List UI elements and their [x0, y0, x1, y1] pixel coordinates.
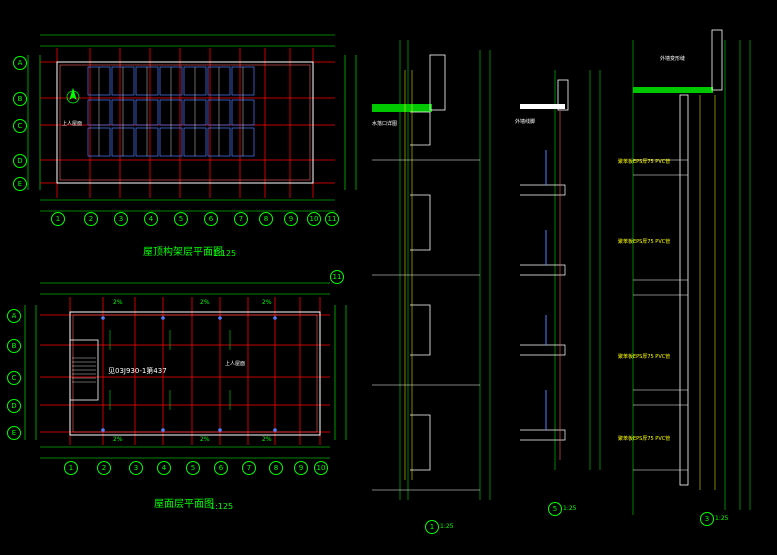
slope-label: 2%	[262, 436, 272, 443]
upper-col-tag: 9	[284, 212, 298, 226]
lower-col-tag: 3	[129, 461, 143, 475]
upper-col-tag: 4	[144, 212, 158, 226]
section-5-scale: 1:25	[563, 505, 577, 512]
lower-plan-title: 屋面层平面图	[154, 499, 214, 510]
slope-label: 2%	[200, 436, 210, 443]
upper-row-tag: D	[13, 154, 27, 168]
upper-col-tag: 3	[114, 212, 128, 226]
section-5-note: 外墙线脚	[515, 119, 536, 125]
section-5	[520, 70, 601, 470]
section-3-tag: 3	[700, 512, 714, 526]
lower-col-tag: 6	[214, 461, 228, 475]
upper-col-tag: 10	[307, 212, 321, 226]
lower-col-tag: 7	[242, 461, 256, 475]
upper-row-tag: A	[13, 56, 27, 70]
upper-col-tag: 5	[174, 212, 188, 226]
upper-row-tag: C	[13, 119, 27, 133]
lower-col-tag: 8	[269, 461, 283, 475]
upper-col-tag: 8	[259, 212, 273, 226]
upper-plan	[27, 34, 357, 212]
upper-col-tag: 11	[325, 212, 339, 226]
upper-plan-title: 屋顶构架层平面图	[143, 247, 223, 258]
section-1-note: 水落口详图	[372, 121, 398, 127]
upper-col-tag: 7	[234, 212, 248, 226]
section-3-scale: 1:25	[715, 515, 729, 522]
slope-label: 2%	[113, 299, 123, 306]
lower-col-tag: 10	[314, 461, 328, 475]
section-3-layer-label: 聚苯板EPS厚75 PVC管	[618, 436, 671, 442]
section-3-layer-label: 聚苯板EPS厚75 PVC管	[618, 239, 671, 245]
upper-plan-note: 上人屋面	[62, 121, 83, 127]
section-1	[372, 40, 491, 500]
upper-row-tag: E	[13, 177, 27, 191]
section-1-scale: 1:25	[440, 523, 454, 530]
upper-row-tag: B	[13, 92, 27, 106]
section-1-tag: 1	[425, 520, 439, 534]
section-3	[632, 29, 751, 515]
lower-row-tag: B	[7, 339, 21, 353]
section-5-tag: 5	[548, 502, 562, 516]
north-arrow-icon	[66, 87, 80, 104]
upper-col-tag: 6	[204, 212, 218, 226]
upper-col-tag: 1	[51, 212, 65, 226]
lower-plan-scale: 1:125	[210, 502, 234, 511]
lower-col-tag: 2	[97, 461, 111, 475]
lower-col-tag: 11	[330, 270, 344, 284]
lower-row-tag: E	[7, 426, 21, 440]
lower-plan	[24, 282, 347, 459]
lower-row-tag: A	[7, 309, 21, 323]
section-3-note: 外墙变形缝	[660, 56, 686, 62]
lower-col-tag: 4	[157, 461, 171, 475]
lower-plan-note: 上人屋面	[225, 361, 246, 367]
lower-plan-callout: 见03J930-1第437	[108, 367, 167, 375]
upper-col-tag: 2	[84, 212, 98, 226]
lower-row-tag: D	[7, 399, 21, 413]
lower-row-tag: C	[7, 371, 21, 385]
slope-label: 2%	[200, 299, 210, 306]
lower-col-tag: 5	[186, 461, 200, 475]
slope-label: 2%	[113, 436, 123, 443]
section-3-layer-label: 聚苯板EPS厚75 PVC管	[618, 159, 671, 165]
lower-col-tag: 1	[64, 461, 78, 475]
section-3-layer-label: 聚苯板EPS厚75 PVC管	[618, 354, 671, 360]
upper-plan-scale: 1:125	[213, 249, 237, 258]
lower-col-tag: 9	[294, 461, 308, 475]
slope-label: 2%	[262, 299, 272, 306]
